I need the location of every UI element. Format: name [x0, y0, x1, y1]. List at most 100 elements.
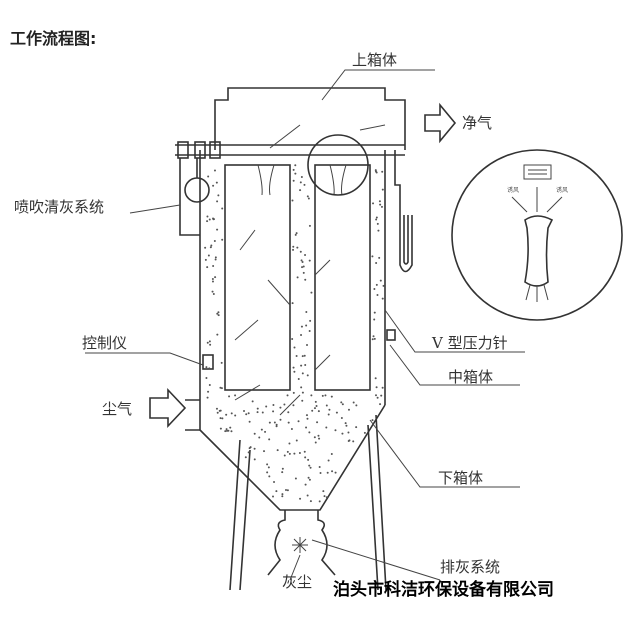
dust-particle	[275, 490, 278, 493]
dust-particle	[301, 399, 304, 402]
dust-particle	[281, 467, 284, 470]
dust-particle	[374, 394, 377, 397]
dust-particle	[331, 470, 334, 473]
label-upper-box: 上箱体	[352, 51, 397, 69]
dust-particle	[373, 288, 376, 291]
dust-particle	[283, 403, 286, 406]
dust-particle	[371, 255, 374, 258]
dust-particle	[347, 431, 350, 434]
dust-particle	[345, 424, 348, 427]
dust-particle	[268, 421, 271, 424]
dust-particle	[295, 355, 298, 358]
dust-particle	[304, 456, 307, 459]
middle-box	[199, 150, 386, 405]
dust-particle	[275, 425, 278, 428]
dust-particle	[380, 205, 383, 208]
dust-particle	[219, 427, 222, 430]
dust-particle	[211, 278, 214, 281]
dust-particle	[243, 410, 246, 413]
dust-particle	[234, 394, 237, 397]
dust-particle	[229, 426, 232, 429]
dust-particle	[375, 218, 378, 221]
clean-air-outlet-arrow	[424, 102, 457, 144]
dust-particle	[227, 429, 230, 432]
dust-particle	[308, 330, 311, 333]
dust-particle	[315, 404, 318, 407]
dust-particle	[378, 200, 381, 203]
dust-particle	[206, 220, 209, 223]
dust-particle	[304, 364, 307, 367]
dust-particle	[352, 440, 355, 443]
filter-bag	[314, 164, 371, 391]
dust-particle	[347, 408, 350, 411]
dust-particle	[325, 404, 328, 407]
dust-particle	[281, 493, 284, 496]
dust-particle	[371, 419, 374, 422]
dust-particle	[299, 497, 302, 500]
dust-particle	[379, 203, 382, 206]
dust-particle	[309, 466, 312, 469]
dust-particle	[376, 396, 379, 399]
dust-particle	[326, 471, 329, 474]
dust-particle	[306, 374, 309, 377]
dust-particle	[211, 356, 214, 359]
dust-particle	[253, 432, 256, 435]
dust-particle	[355, 404, 358, 407]
dust-particle	[265, 405, 268, 408]
rotary-valve-icon	[267, 510, 336, 576]
dust-particle	[325, 426, 328, 429]
dust-particle	[247, 412, 250, 415]
dust-particle	[317, 410, 320, 413]
support-legs	[229, 414, 387, 591]
dust-particle	[308, 224, 311, 227]
dust-particle	[288, 442, 291, 445]
dust-particle	[206, 396, 209, 399]
dust-particle	[272, 403, 275, 406]
company-name: 泊头市科洁环保设备有限公司	[333, 579, 554, 600]
dust-particle	[372, 202, 375, 205]
dust-particle	[204, 246, 207, 249]
dust-particle	[281, 495, 284, 498]
dust-particle	[208, 340, 211, 343]
dust-particle	[293, 370, 296, 373]
dust-particle	[301, 266, 304, 269]
dust-particle	[340, 416, 343, 419]
dust-particle	[381, 188, 384, 191]
dust-particle	[308, 464, 311, 467]
dust-particle	[207, 254, 210, 257]
dust-particle	[296, 246, 299, 249]
dust-particle	[321, 394, 324, 397]
controller-box	[202, 354, 214, 370]
dust-particles	[204, 164, 385, 503]
dust-particle	[230, 412, 233, 415]
dust-particle	[292, 404, 295, 407]
dust-particle	[306, 494, 309, 497]
dust-particle	[316, 421, 319, 424]
dust-particle	[292, 391, 295, 394]
flow-arrows	[234, 124, 386, 416]
dust-particle	[292, 366, 295, 369]
dust-particle	[205, 366, 208, 369]
dust-particle	[258, 436, 261, 439]
dust-particle	[234, 414, 237, 417]
gauge-port	[386, 329, 396, 341]
dust-particle	[375, 216, 378, 219]
dust-particle	[308, 259, 311, 262]
dust-particle	[251, 400, 254, 403]
dust-particle	[335, 411, 338, 414]
dust-particle	[301, 391, 304, 394]
dust-particle	[314, 400, 317, 403]
dust-particle	[281, 471, 284, 474]
detail-callout-circle	[307, 134, 369, 196]
dust-particle	[287, 411, 290, 414]
dust-particle	[307, 476, 310, 479]
dust-particle	[347, 440, 350, 443]
dust-particle	[216, 411, 219, 414]
dust-particle	[375, 283, 378, 286]
detail-air-label: 诱风	[556, 186, 568, 194]
dust-particle	[300, 333, 303, 336]
venturi-detail: 诱风 诱风	[451, 149, 623, 321]
dust-particle	[216, 333, 219, 336]
dust-particle	[209, 246, 212, 249]
dust-particle	[300, 386, 303, 389]
